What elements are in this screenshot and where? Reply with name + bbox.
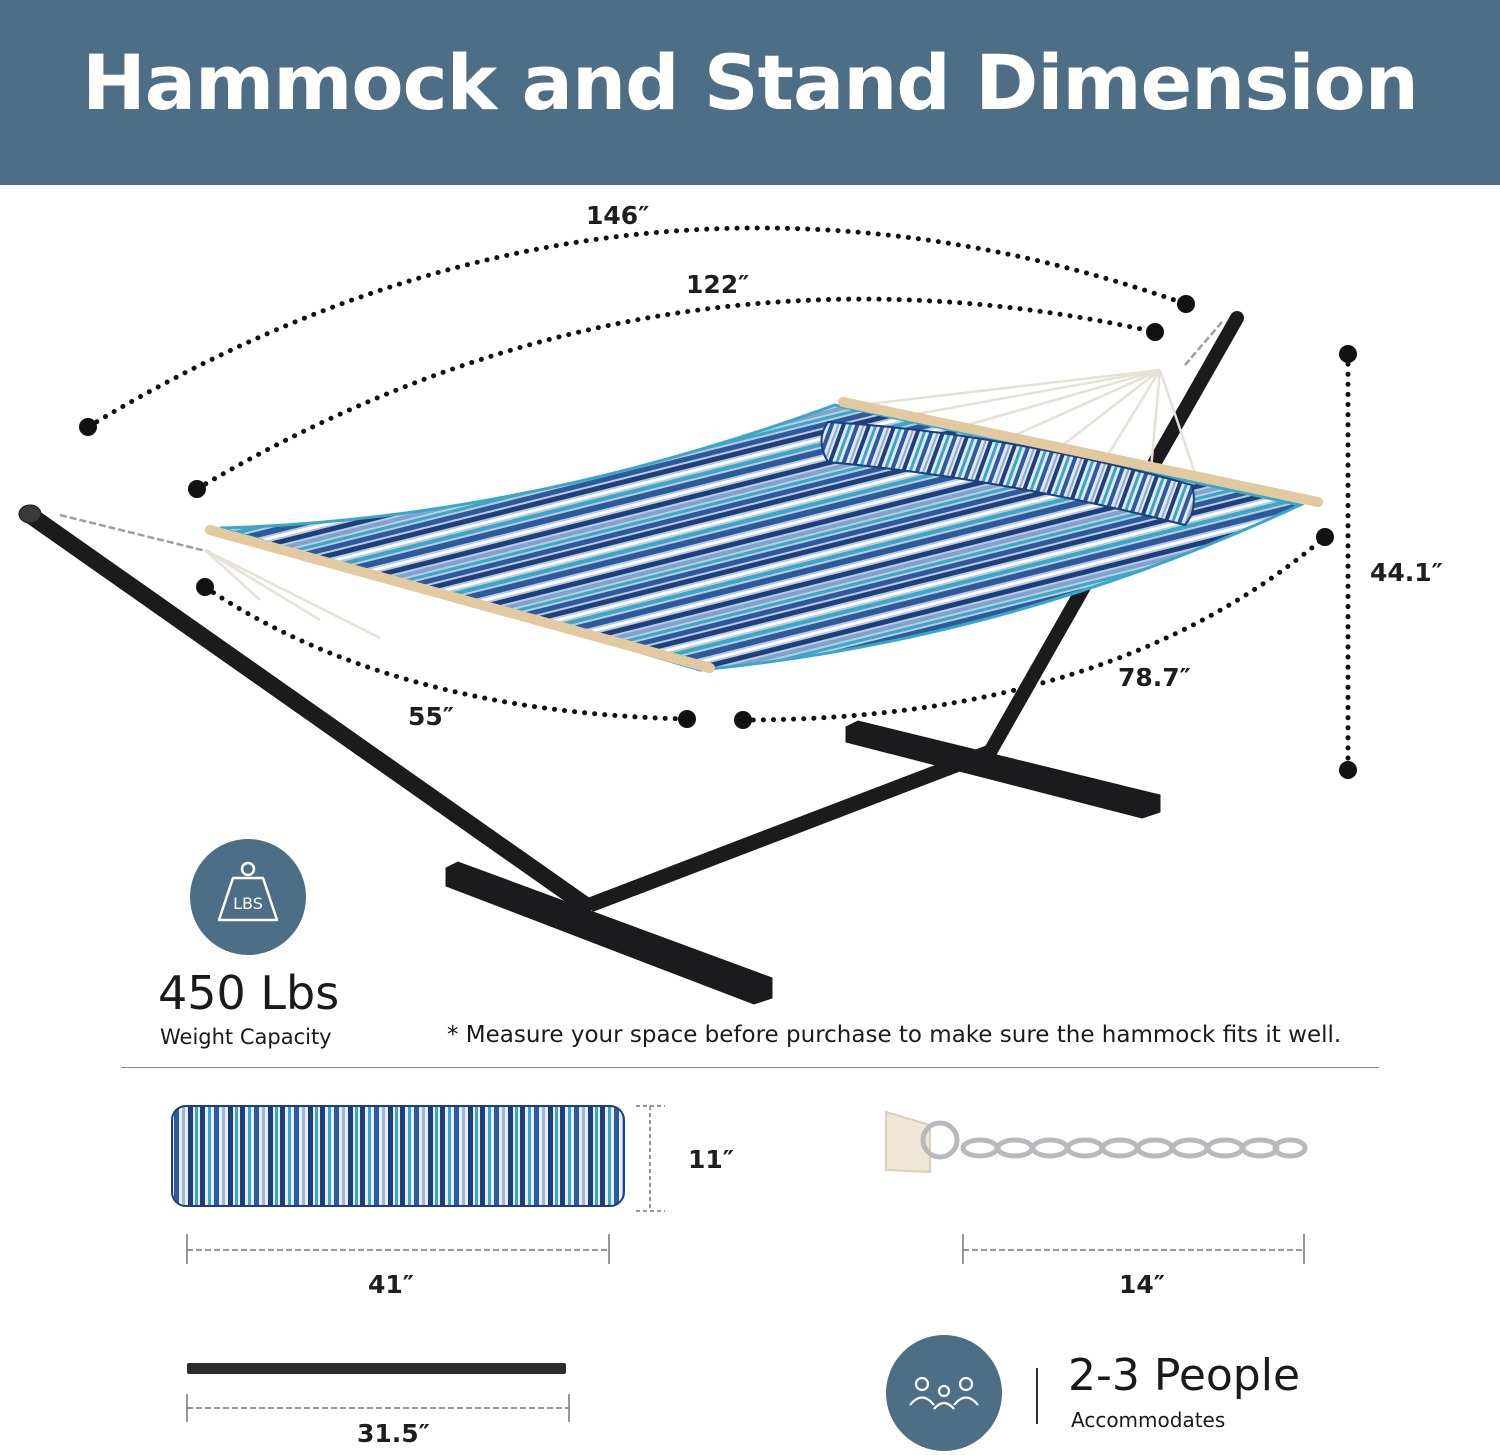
spreader-bar-length-bracket [186, 1394, 570, 1422]
dimension-endpoints [79, 295, 1357, 779]
pillow-length-bracket [186, 1234, 610, 1264]
hammock-chains [59, 321, 1223, 554]
hammock-pillow [820, 420, 1195, 527]
arc-bed-length [194, 296, 1158, 492]
weight-icon-text: LBS [233, 894, 263, 913]
stand-height-label: 44.1″ [1370, 558, 1443, 587]
hammock-bed [219, 403, 1305, 672]
hammock-stand [18, 311, 1244, 1005]
bed-length-label: 122″ [686, 270, 750, 299]
spreader-bar-length-label: 31.5″ [357, 1419, 430, 1448]
section-divider [121, 1067, 1379, 1068]
capacity-label: Weight Capacity [160, 1025, 332, 1049]
arc-bed-width [202, 584, 690, 722]
capacity-badge [190, 839, 306, 955]
people-badge [886, 1335, 1002, 1451]
people-separator [1036, 1368, 1038, 1424]
measure-note: * Measure your space before purchase to … [447, 1022, 1342, 1048]
pillow-height-bracket [636, 1105, 665, 1212]
spreader-bars [205, 397, 1323, 673]
people-value: 2-3 People [1068, 1350, 1301, 1401]
capacity-value: 450 Lbs [158, 966, 340, 1020]
chain-length-label: 14″ [1119, 1270, 1165, 1299]
title-banner: Hammock and Stand Dimension [0, 0, 1500, 185]
spreader-bar-image [187, 1363, 566, 1374]
weight-icon [217, 861, 279, 922]
pillow-image [171, 1105, 625, 1207]
chain-length-bracket [962, 1234, 1305, 1264]
chain-image [885, 1110, 1308, 1174]
stand-width-label: 78.7″ [1118, 663, 1191, 692]
hammock-ropes [204, 368, 1202, 640]
pillow-length-label: 41″ [368, 1270, 414, 1299]
pillow-height-label: 11″ [688, 1145, 734, 1174]
dimension-arcs [85, 225, 1351, 773]
arc-stand-width [740, 534, 1328, 723]
bed-width-label: 55″ [408, 702, 454, 731]
people-icon [909, 1376, 979, 1410]
people-label: Accommodates [1071, 1408, 1226, 1432]
overall-length-label: 146″ [586, 201, 650, 230]
page-title: Hammock and Stand Dimension [82, 38, 1419, 127]
arc-overall-length [85, 225, 1189, 430]
